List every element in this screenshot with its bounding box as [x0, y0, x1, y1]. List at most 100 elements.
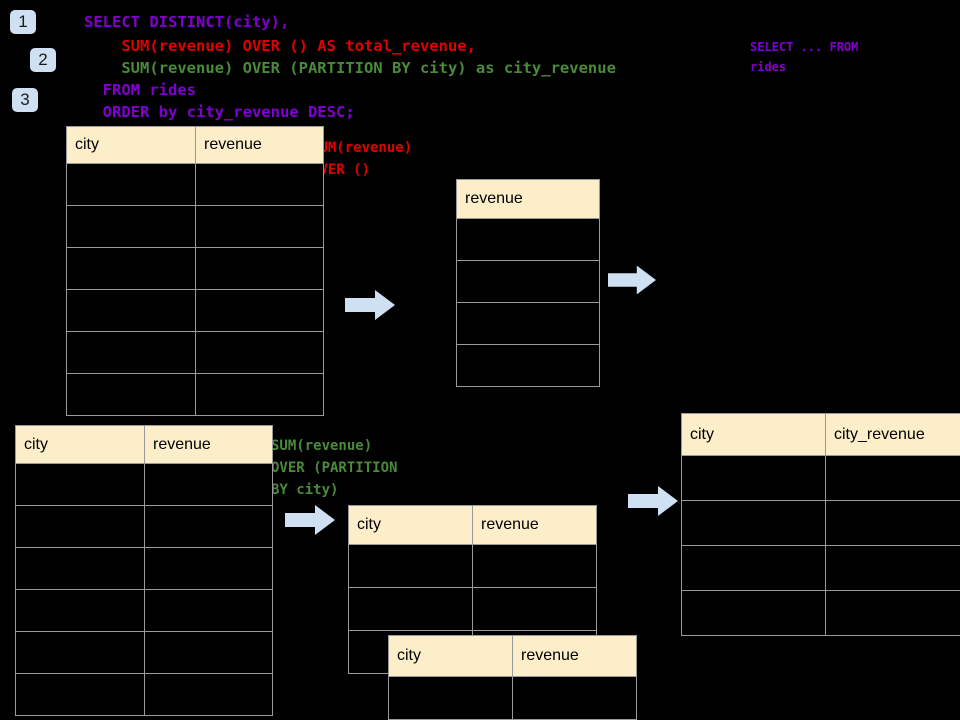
sql-line-from: FROM rides [84, 81, 196, 99]
cell-revenue [195, 205, 324, 248]
table-header-row: revenue [456, 179, 600, 219]
sql-line-select: SELECT DISTINCT(city), [84, 13, 290, 31]
annotation-partition-line-2: OVER (PARTITION [271, 460, 398, 476]
arrow-right-icon [345, 290, 395, 320]
cell-city [15, 589, 145, 632]
column-header-revenue: revenue [195, 126, 324, 164]
cell-revenue [144, 463, 273, 506]
column-header-city-revenue: city_revenue [825, 413, 960, 456]
cell-revenue [144, 673, 273, 716]
table-row [348, 544, 597, 588]
arrow-partition-to-result [628, 486, 678, 521]
table-row [456, 302, 600, 345]
arrow-right-icon [608, 265, 656, 295]
step-badge-3[interactable]: 3 [12, 88, 38, 112]
cell-revenue [144, 547, 273, 590]
table-row [15, 589, 273, 632]
cell-revenue [195, 373, 324, 416]
table-row [15, 505, 273, 548]
step-badge-1[interactable]: 1 [10, 10, 36, 34]
side-note-line-1: SELECT ... FROM [750, 40, 859, 54]
table-row [66, 163, 324, 206]
table-header-row: city city_revenue [681, 413, 960, 456]
cell-revenue [512, 676, 637, 720]
column-header-revenue: revenue [512, 635, 637, 677]
column-header-city: city [15, 425, 145, 464]
cell-revenue [456, 218, 600, 261]
table-row [66, 205, 324, 248]
arrow-right-icon [628, 486, 678, 516]
table-row [348, 587, 597, 631]
sql-line-order-by: ORDER by city_revenue DESC; [84, 103, 355, 121]
table-header-row: city revenue [348, 505, 597, 545]
table-row [15, 673, 273, 716]
table-row [456, 344, 600, 387]
table-body [15, 463, 273, 716]
table-row [66, 247, 324, 290]
table-row [66, 331, 324, 374]
table-body [681, 455, 960, 636]
cell-revenue [456, 260, 600, 303]
city-revenue-result-table: city city_revenue [681, 413, 960, 636]
table-row [681, 455, 960, 501]
table-row [15, 463, 273, 506]
table-body [388, 676, 637, 720]
cell-revenue [144, 631, 273, 674]
cell-city [66, 373, 196, 416]
sql-line-total-revenue: SUM(revenue) OVER () AS total_revenue, [84, 37, 476, 55]
cell-revenue [195, 247, 324, 290]
cell-revenue [472, 544, 597, 588]
cell-city [15, 505, 145, 548]
rides-source-table-partitioned: city revenue [15, 425, 273, 716]
table-body [66, 163, 324, 416]
side-note-line-2: rides [750, 60, 787, 74]
annotation-partition-line-3: BY city) [271, 482, 339, 498]
annotation-partition-line-1: SUM(revenue) [271, 438, 373, 454]
cell-revenue [456, 302, 600, 345]
table-row [681, 590, 960, 636]
cell-city [66, 289, 196, 332]
column-header-revenue: revenue [472, 505, 597, 545]
step-badge-3-label: 3 [20, 90, 30, 109]
cell-revenue [195, 163, 324, 206]
annotation-total-line-1: SUM(revenue) [311, 140, 413, 156]
cell-city-revenue [825, 455, 960, 501]
cell-city-revenue [825, 590, 960, 636]
partition-group-table-front: city revenue [388, 635, 637, 720]
cell-city [681, 590, 826, 636]
cell-city [681, 545, 826, 591]
column-header-city: city [66, 126, 196, 164]
cell-city [348, 544, 473, 588]
step-badge-2-label: 2 [38, 50, 48, 69]
table-header-row: city revenue [15, 425, 273, 464]
table-row [388, 676, 637, 720]
table-header-row: city revenue [388, 635, 637, 677]
column-header-city: city [681, 413, 826, 456]
cell-revenue [456, 344, 600, 387]
rides-source-table: city revenue [66, 126, 324, 416]
column-header-revenue: revenue [144, 425, 273, 464]
arrow-source-to-partition [285, 505, 335, 540]
cell-city-revenue [825, 545, 960, 591]
sql-line-city-revenue: SUM(revenue) OVER (PARTITION BY city) as… [84, 59, 616, 77]
table-row [66, 289, 324, 332]
column-header-revenue: revenue [456, 179, 600, 219]
cell-city [15, 547, 145, 590]
cell-city [681, 500, 826, 546]
table-header-row: city revenue [66, 126, 324, 164]
table-row [15, 631, 273, 674]
cell-city [66, 331, 196, 374]
cell-revenue [195, 331, 324, 374]
step-badge-2[interactable]: 2 [30, 48, 56, 72]
total-revenue-table: revenue [456, 179, 600, 387]
table-row [456, 260, 600, 303]
cell-city [66, 247, 196, 290]
table-row [681, 545, 960, 591]
cell-revenue [144, 589, 273, 632]
table-row [15, 547, 273, 590]
cell-city [681, 455, 826, 501]
table-body [456, 218, 600, 387]
cell-city [15, 631, 145, 674]
table-row [681, 500, 960, 546]
